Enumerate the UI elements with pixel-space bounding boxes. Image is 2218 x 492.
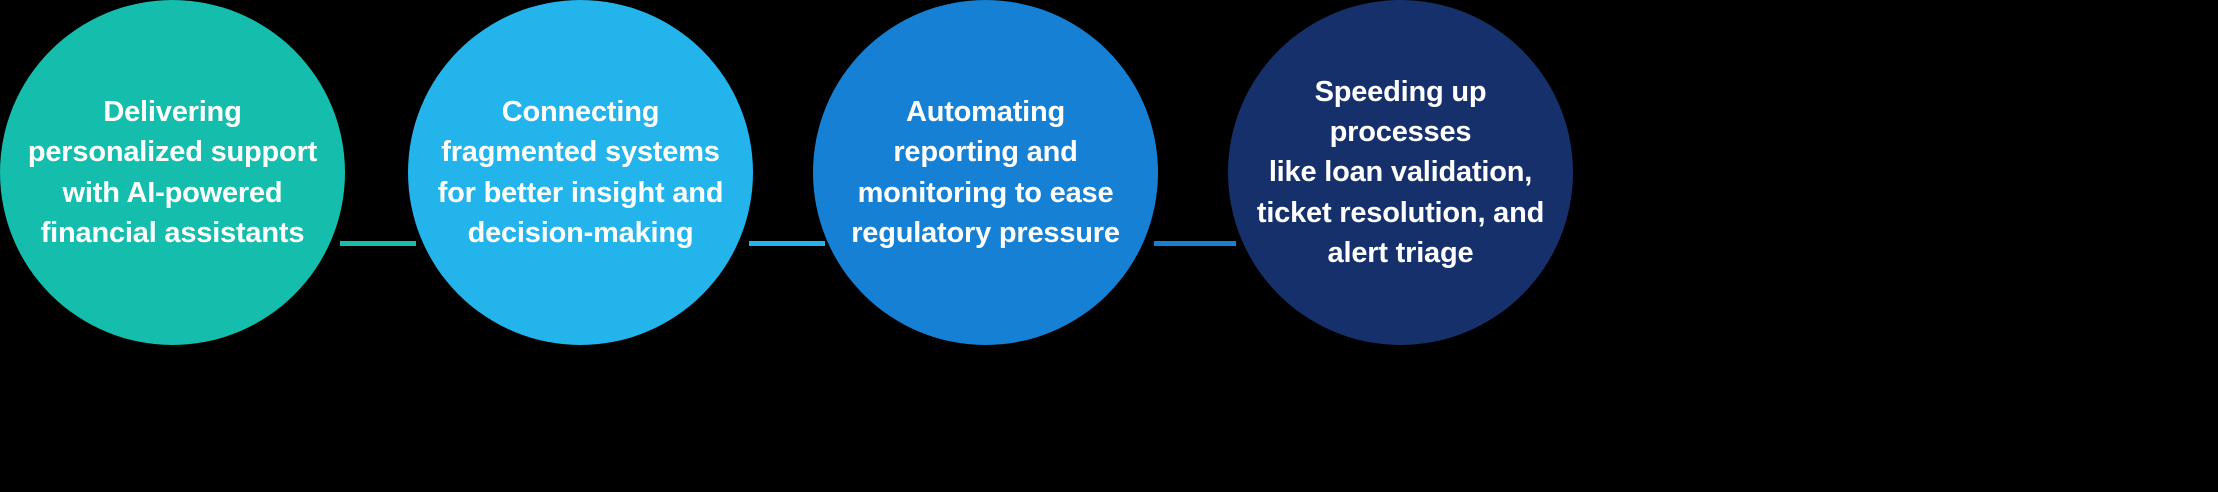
circle-node-speeding-up-processes[interactable]: Speeding up processes like loan validati… bbox=[1228, 0, 1573, 345]
circle-node-delivering-personalized-support[interactable]: Delivering personalized support with AI-… bbox=[0, 0, 345, 345]
circle-node-automating-reporting-monitoring[interactable]: Automating reporting and monitoring to e… bbox=[813, 0, 1158, 345]
connector-line-1 bbox=[340, 241, 416, 246]
circle-node-label: Speeding up processes like loan validati… bbox=[1256, 76, 1545, 269]
circle-node-connecting-fragmented-systems[interactable]: Connecting fragmented systems for better… bbox=[408, 0, 753, 345]
connector-line-2 bbox=[749, 241, 825, 246]
circle-node-label: Delivering personalized support with AI-… bbox=[27, 96, 318, 249]
circle-node-label: Automating reporting and monitoring to e… bbox=[851, 96, 1120, 249]
circle-node-label: Connecting fragmented systems for better… bbox=[437, 96, 724, 249]
connector-line-3 bbox=[1154, 241, 1236, 246]
